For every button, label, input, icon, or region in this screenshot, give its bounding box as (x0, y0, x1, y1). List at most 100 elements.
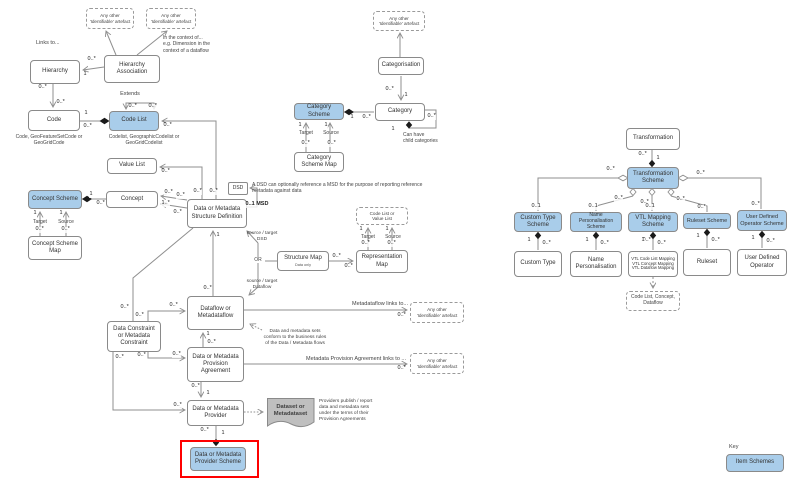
node-any-other-artefact-3: Any other 'Identifiable' artefact (373, 11, 425, 31)
mult-label: 0..* (115, 354, 125, 361)
mult-label: 1 (527, 237, 532, 244)
mult-label: 0..* (203, 285, 213, 292)
mult-label: 1 (59, 210, 64, 217)
node-ruleset: Ruleset (683, 249, 731, 276)
mult-label: 1..* (161, 200, 171, 207)
mult-label: 0..* (766, 238, 776, 245)
note-metadataflow-links: Metadataflow links to... (352, 301, 408, 307)
mult-label: 1 (89, 191, 94, 198)
label-source: Source (385, 234, 401, 240)
mult-label: 0..* (207, 339, 217, 346)
mult-label: 1 (298, 122, 303, 129)
mult-label: 1 (404, 92, 409, 99)
mult-label: 0..1 (588, 203, 599, 210)
note-links-to: Links to... (36, 40, 60, 46)
mult-label: 1 (83, 71, 88, 78)
node-name-personalisation: Name Personalisation (570, 251, 622, 277)
node-concept-scheme: Concept Scheme (28, 190, 82, 209)
mult-label: 1 (656, 155, 661, 162)
mult-label: 1 (350, 114, 355, 121)
node-representation-map: Representation Map (356, 250, 408, 273)
mult-label: 0..* (332, 253, 342, 260)
mult-label: 0..* (640, 199, 650, 206)
mult-label: 1 (585, 237, 590, 244)
mult-label: 1 (751, 235, 756, 242)
node-categorisation: Categorisation (378, 57, 424, 75)
note-dsd-msd: A DSD can optionally reference a MSD for… (252, 182, 423, 195)
highlight-rectangle (180, 440, 259, 478)
mult-label: 0..* (96, 200, 106, 207)
node-dsd-tag: DSD (228, 182, 248, 195)
note-mpa-links: Metadata Provision Agreement links to ..… (306, 356, 406, 362)
mult-label: 0..1 (531, 203, 542, 210)
mult-label: 1 (206, 390, 211, 397)
mult-label: 0..* (135, 312, 145, 319)
mult-label: 0..* (176, 192, 186, 199)
mult-label: 0..* (397, 312, 407, 319)
mult-label: 0..1 (645, 203, 656, 210)
node-custom-type: Custom Type (514, 251, 562, 277)
node-code-list-concept-dataflow: Code List, Concept, Dataflow (626, 291, 680, 311)
node-name-personalisation-scheme: Name Personalisation Scheme (570, 212, 622, 232)
note-codelist-caption: Codelist, GeographicCodelist or GeoGridC… (108, 134, 180, 147)
mult-label: 0..* (696, 170, 706, 177)
mult-label: 0..* (385, 86, 395, 93)
node-any-other-artefact-4: Any other 'Identifiable' artefact (410, 302, 464, 323)
mult-label: 1 (359, 226, 364, 233)
note-in-context: In the context of... e.g. Dimension in t… (163, 35, 210, 54)
key-title: Key (729, 444, 739, 450)
mult-label: 1 (385, 226, 390, 233)
note-source-target-dsd: source / target DSD (246, 231, 278, 242)
mult-label: 1 (206, 331, 211, 338)
mult-label: 0..* (301, 140, 311, 147)
node-custom-type-scheme: Custom Type Scheme (514, 212, 562, 232)
node-concept: Concept (106, 191, 158, 208)
node-any-other-artefact-2: Any other 'Identifiable' artefact (146, 8, 196, 29)
mult-label: 0..* (83, 123, 93, 130)
mult-label: 0..* (387, 240, 397, 247)
mult-label: 0..* (209, 188, 219, 195)
label-target: Target (361, 234, 375, 240)
node-code-list: Code List (109, 111, 159, 131)
node-dataflow: Dataflow or Metadataflow (187, 296, 244, 330)
mult-label: 1 (216, 232, 221, 239)
mult-label: 0..* (397, 365, 407, 372)
node-code-or-value-list: Code List or Value List (356, 207, 408, 225)
mult-label: 0..* (191, 383, 201, 390)
node-provision-agreement: Data or Metadata Provision Agreement (187, 347, 244, 382)
node-data-constraint: Data Constraint or Metadata Constraint (107, 321, 161, 352)
mult-label: 1 (641, 237, 646, 244)
mult-label: 0..* (193, 188, 203, 195)
mult-label: 1 (84, 110, 89, 117)
node-dataset: Dataset or Metadataset (273, 404, 308, 417)
label-source: Source (58, 219, 74, 225)
mult-label: 0..* (427, 113, 437, 120)
mult-label: 0..* (35, 226, 45, 233)
mult-label: 0..* (200, 427, 210, 434)
mult-label: 0..* (676, 196, 686, 203)
mult-label: 0..* (642, 237, 652, 244)
node-hierarchy: Hierarchy (30, 60, 80, 84)
label-target: Target (299, 130, 313, 136)
label-source: Source (323, 130, 339, 136)
mult-label: 0..* (148, 103, 158, 110)
mult-label: 0..* (638, 151, 648, 158)
mult-label: 0..* (87, 56, 97, 63)
mult-label: 0..* (697, 204, 707, 211)
node-category-scheme-map: Category Scheme Map (294, 152, 344, 172)
mult-label: 0..* (56, 99, 66, 106)
mult-label: 0..* (600, 240, 610, 247)
mult-label: 0..* (172, 351, 182, 358)
mult-label: 0..* (137, 352, 147, 359)
node-dsd: Data or Metadata Structure Definition (187, 199, 247, 228)
node-concept-scheme-map: Concept Scheme Map (28, 236, 82, 260)
node-any-other-artefact-1: Any other 'Identifiable' artefact (86, 8, 134, 29)
mult-label: 0..* (164, 189, 174, 196)
node-transformation: Transformation (626, 128, 680, 150)
mult-label: 0..* (606, 166, 616, 173)
mult-label: 0..* (614, 195, 624, 202)
mult-label: 0..* (169, 302, 179, 309)
node-provider: Data or Metadata Provider (187, 400, 244, 426)
